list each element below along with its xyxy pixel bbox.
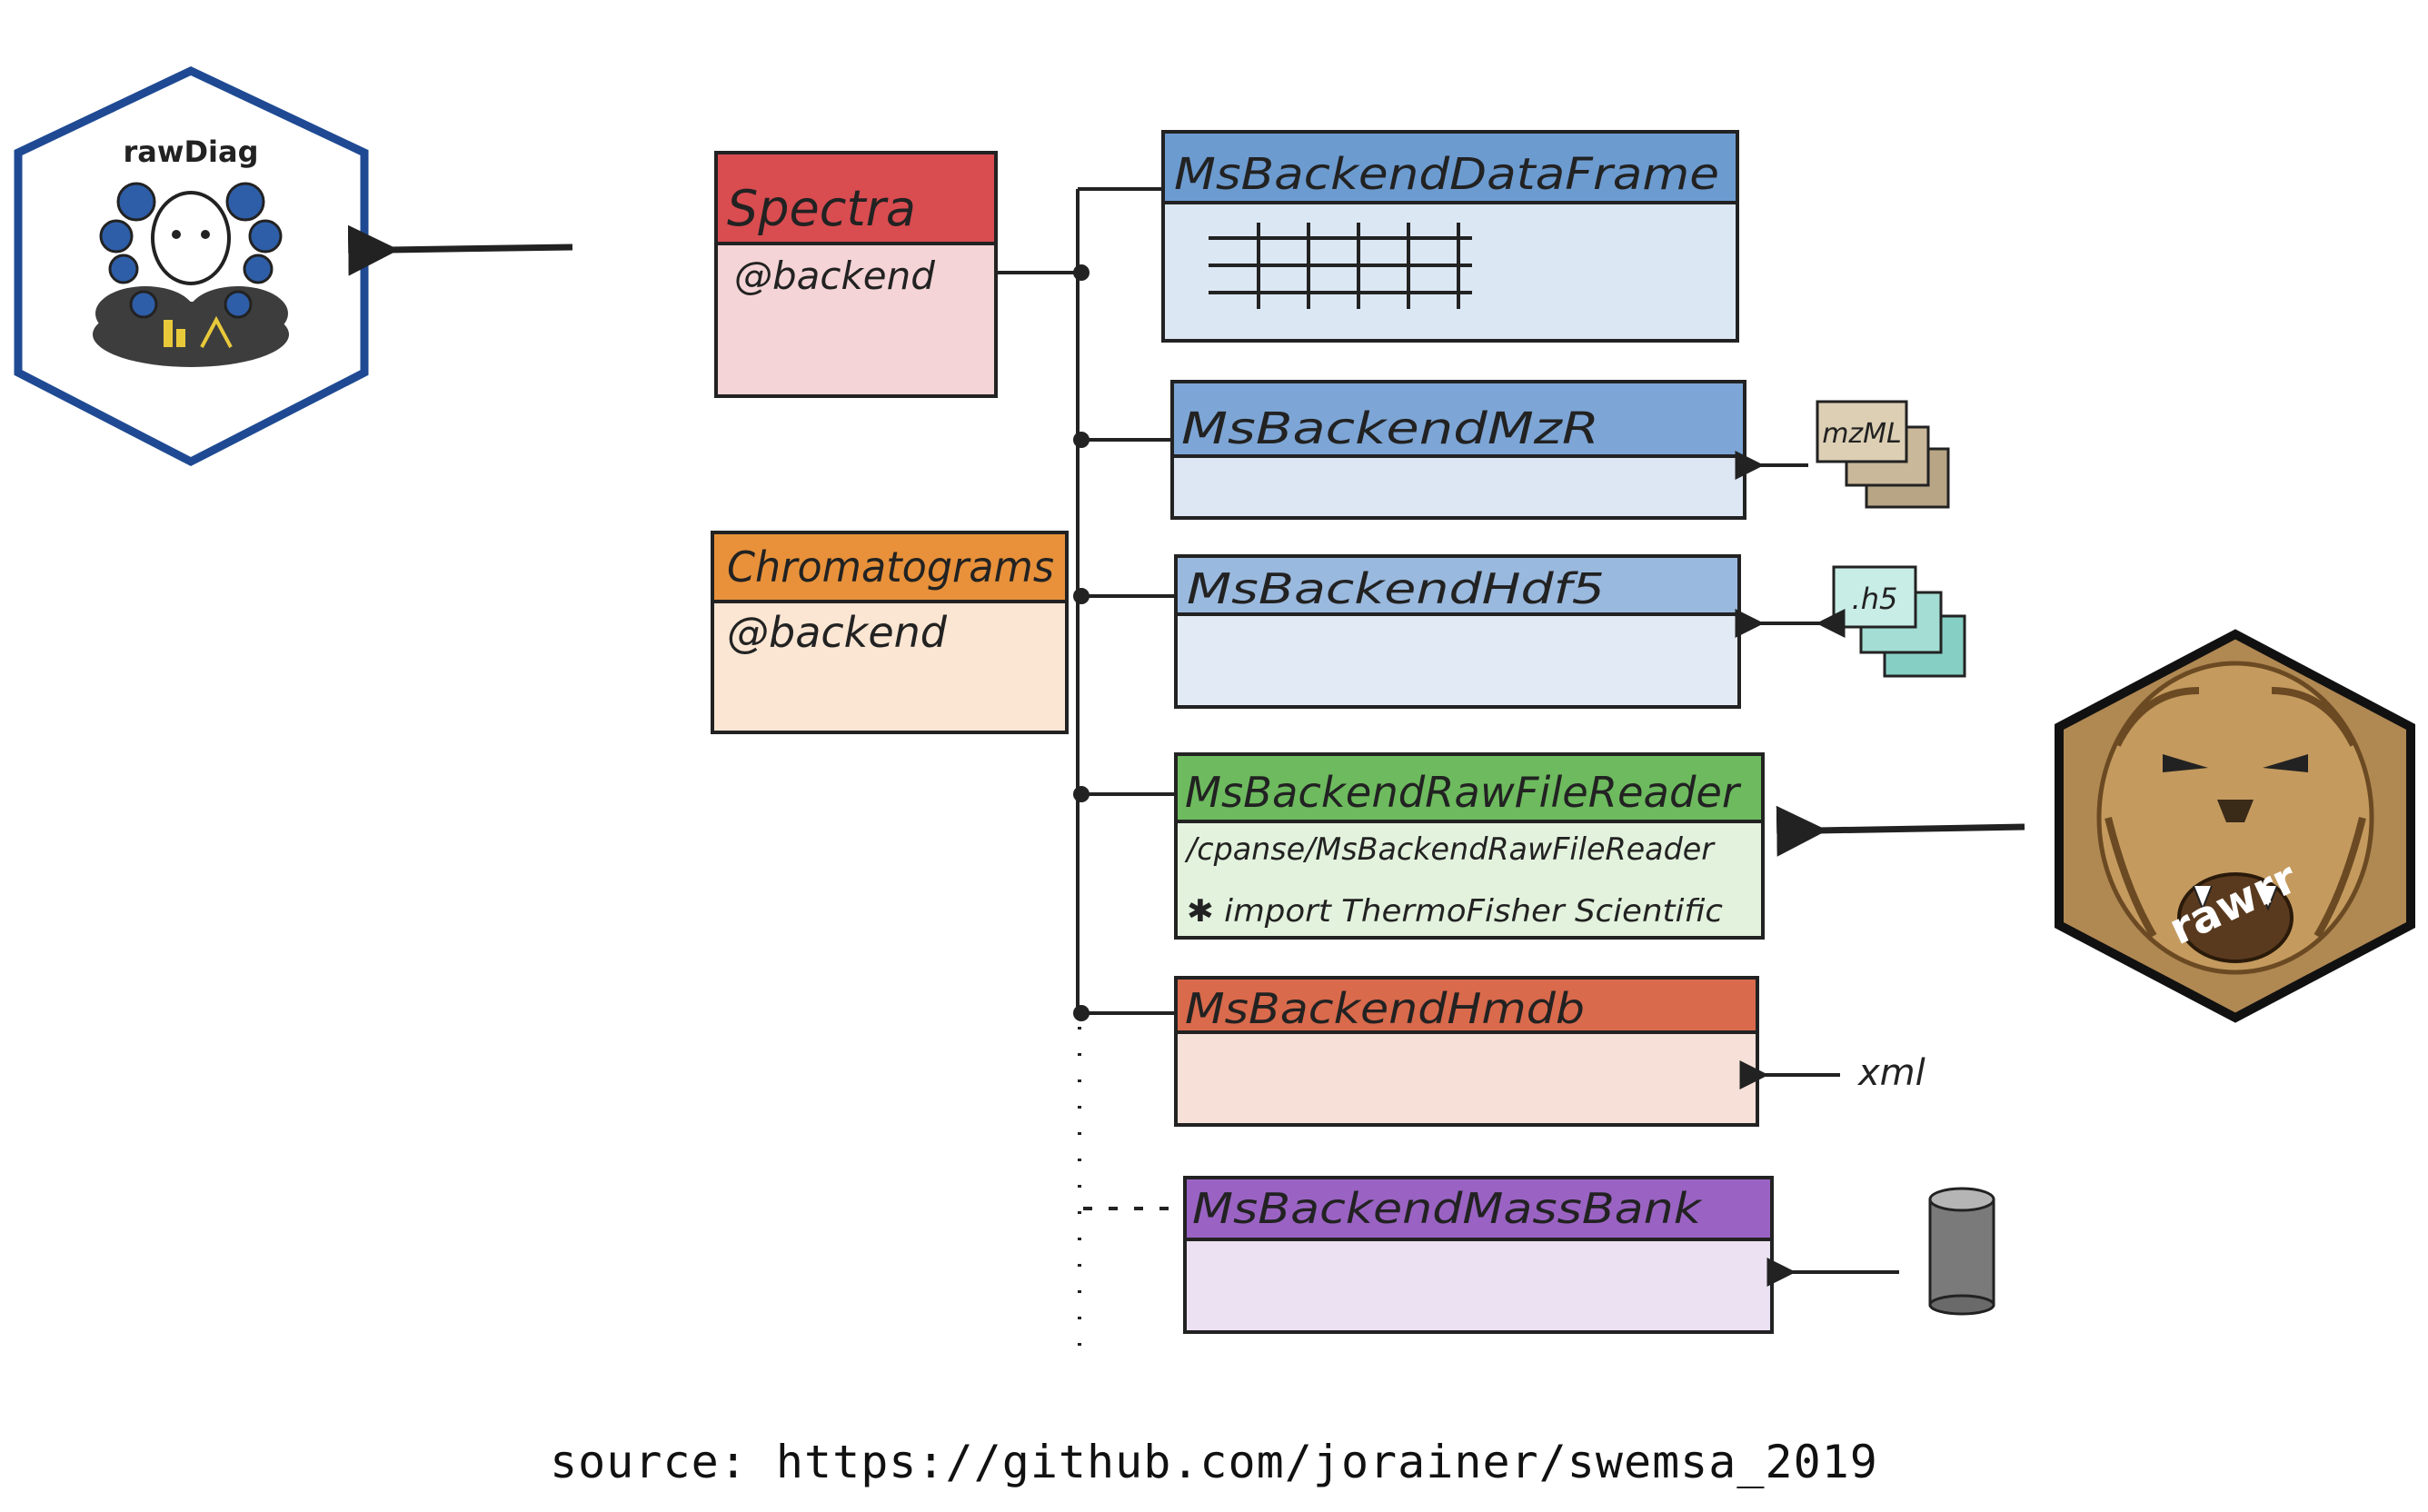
backend-rawfilereader-line-1: /cpanse/MsBackendRawFileReader: [1184, 831, 1716, 868]
backend-hmdb-title: MsBackendHmdb: [1185, 984, 1585, 1033]
backend-massbank: MsBackendMassBank: [1183, 1176, 1774, 1334]
backend-rawfilereader-line-2: ✱ import ThermoFisher Scientific: [1187, 893, 1723, 930]
backend-mzr-title: MsBackendMzR: [1181, 403, 1599, 454]
rawrr-logo: rawrr: [2055, 629, 2415, 1023]
octopus-icon: [93, 182, 289, 367]
chromatograms-title: Chromatograms: [727, 542, 1054, 592]
spectra-title: Spectra: [727, 180, 916, 237]
source-caption: source: https://github.com/jorainer/swem…: [550, 1436, 1878, 1488]
backend-dataframe: MsBackendDataFrame: [1161, 130, 1739, 343]
database-icon: [1928, 1187, 1995, 1316]
xml-label: xml: [1856, 1052, 1925, 1094]
spectra-slot: @backend: [734, 254, 935, 298]
chromatograms-slot: @backend: [727, 608, 948, 657]
backend-hdf5: MsBackendHdf5: [1174, 554, 1741, 709]
chromatograms-class-box: Chromatograms @backend: [711, 531, 1069, 734]
backend-mzr: MsBackendMzR: [1170, 380, 1746, 520]
spectra-class-box: Spectra @backend: [714, 151, 998, 398]
mzml-label: mzML: [1822, 418, 1902, 450]
backend-dataframe-title: MsBackendDataFrame: [1174, 149, 1719, 200]
backend-massbank-title: MsBackendMassBank: [1192, 1184, 1704, 1233]
rawdiag-logo: rawDiag: [14, 66, 369, 467]
h5-label: .h5: [1852, 582, 1898, 616]
backend-hdf5-title: MsBackendHdf5: [1187, 564, 1605, 613]
backend-rawfilereader-title: MsBackendRawFileReader: [1185, 768, 1742, 817]
rawdiag-logo-label: rawDiag: [124, 134, 259, 169]
connector-tree: [996, 187, 1181, 1363]
table-grid-icon: [1209, 223, 1472, 309]
backend-hmdb: MsBackendHmdb: [1174, 976, 1759, 1127]
rawdiag-arrow: [347, 224, 573, 276]
mzml-files-icon: mzML: [1816, 400, 1950, 509]
rawrr-arrow: [1776, 805, 2025, 857]
lion-icon: [2096, 661, 2374, 975]
backend-rawfilereader: MsBackendRawFileReader /cpanse/MsBackend…: [1174, 752, 1765, 940]
h5-files-icon: .h5: [1832, 565, 1966, 678]
